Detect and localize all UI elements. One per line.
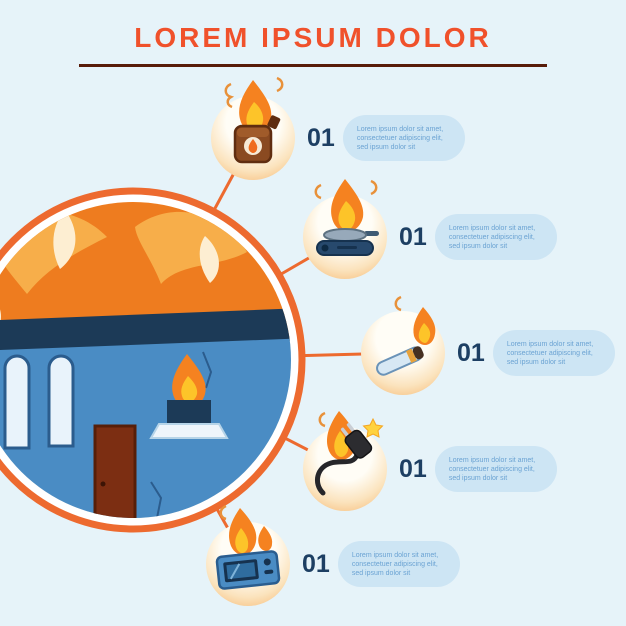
- item-text-pill: Lorem ipsum dolor sit amet, consectetuer…: [434, 214, 557, 260]
- item-icon-circle: [361, 295, 445, 395]
- item-text-pill: Lorem ipsum dolor sit amet, consectetuer…: [337, 541, 460, 587]
- item-icon-circle: [206, 504, 290, 606]
- infographic-item: 01 Lorem ipsum dolor sit amet, consectet…: [211, 76, 465, 180]
- item-text: Lorem ipsum dolor sit amet, consectetuer…: [351, 551, 439, 577]
- page-title: LOREM IPSUM DOLOR: [134, 22, 492, 53]
- burning-house-icon: [0, 187, 306, 533]
- item-number: 01: [307, 123, 335, 152]
- item-text: Lorem ipsum dolor sit amet, consectetuer…: [448, 224, 536, 250]
- item-number: 01: [399, 454, 427, 483]
- fuel-can-icon: [224, 76, 284, 164]
- item-text: Lorem ipsum dolor sit amet, consectetuer…: [506, 340, 594, 366]
- item-text-pill: Lorem ipsum dolor sit amet, consectetuer…: [342, 115, 465, 161]
- infographic-item: 01 Lorem ipsum dolor sit amet, consectet…: [303, 411, 557, 511]
- item-text-pill: Lorem ipsum dolor sit amet, consectetuer…: [434, 446, 557, 492]
- burning-house-illustration: [0, 182, 311, 538]
- cigarette-icon: [376, 295, 436, 376]
- item-number: 01: [457, 338, 485, 367]
- item-text-pill: Lorem ipsum dolor sit amet, consectetuer…: [492, 330, 615, 376]
- item-number: 01: [399, 222, 427, 251]
- item-icon-circle: [211, 76, 295, 180]
- microwave-icon: [215, 504, 281, 590]
- item-text: Lorem ipsum dolor sit amet, consectetuer…: [356, 125, 444, 151]
- stove-pan-icon: [314, 179, 379, 256]
- infographic-item: 01 Lorem ipsum dolor sit amet, consectet…: [206, 504, 460, 606]
- item-icon-circle: [303, 179, 387, 279]
- title-divider: [79, 64, 547, 67]
- item-text: Lorem ipsum dolor sit amet, consectetuer…: [448, 456, 536, 482]
- electric-plug-icon: [314, 411, 384, 496]
- item-icon-circle: [303, 411, 387, 511]
- infographic-item: 01 Lorem ipsum dolor sit amet, consectet…: [303, 179, 557, 279]
- infographic-item: 01 Lorem ipsum dolor sit amet, consectet…: [361, 295, 615, 395]
- item-number: 01: [302, 549, 330, 578]
